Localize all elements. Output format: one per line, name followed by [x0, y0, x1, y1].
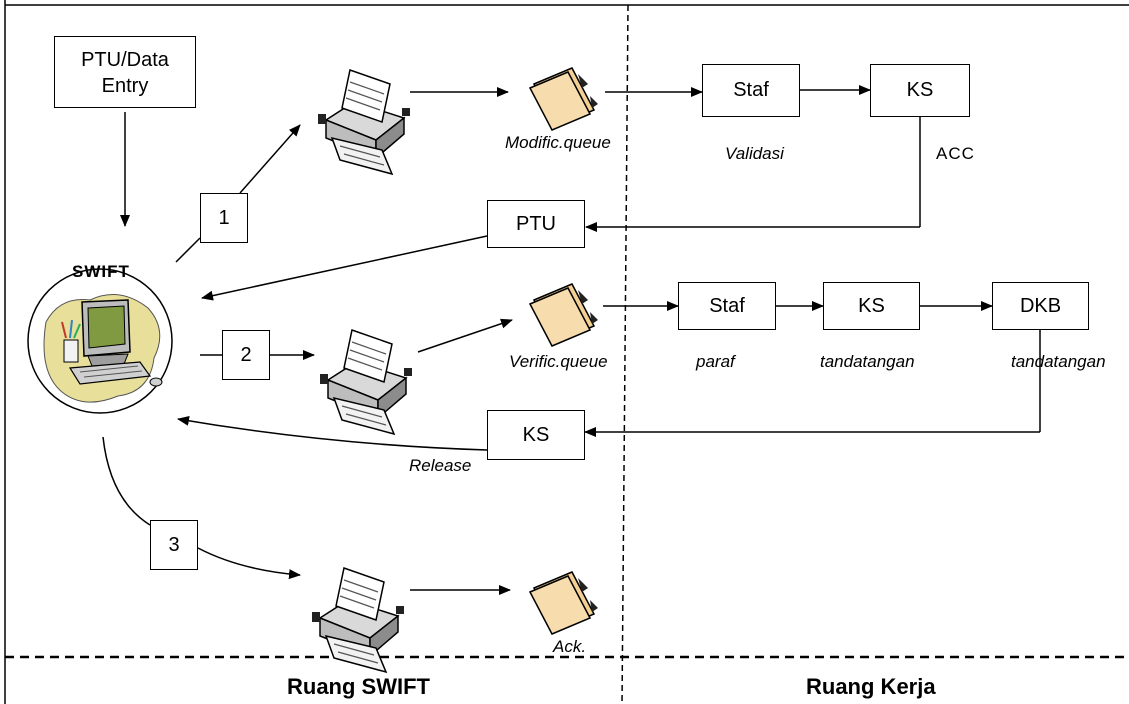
printer-icon — [319, 329, 413, 435]
dkb-box: DKB — [992, 282, 1089, 330]
ptu-data-entry-label: PTU/Data Entry — [81, 49, 169, 97]
staf-paraf-label: Staf — [709, 294, 745, 317]
ks-tandatangan-box: KS — [823, 282, 920, 330]
step-3-label: 3 — [168, 533, 180, 556]
tandatangan-ks-label: tandatangan — [820, 352, 915, 371]
modific-queue-label: Modific.queue — [505, 133, 611, 152]
folder-icon — [529, 571, 599, 635]
ks-release-box: KS — [487, 410, 585, 460]
ks-release-label: KS — [522, 423, 550, 446]
step-1-box: 1 — [200, 193, 248, 243]
tandatangan-dkb-label: tandatangan — [1011, 352, 1106, 371]
ptu-label: PTU — [516, 212, 556, 235]
release-label: Release — [409, 456, 472, 475]
staf-validasi-label: Staf — [733, 79, 769, 101]
step-2-box: 2 — [222, 330, 270, 380]
step-3-box: 3 — [150, 520, 198, 570]
staf-paraf-box: Staf — [678, 282, 776, 330]
step-2-label: 2 — [240, 343, 252, 366]
computer-icon — [43, 294, 163, 403]
dkb-label: DKB — [1019, 294, 1062, 317]
step-1-label: 1 — [218, 206, 230, 229]
printer-icon — [317, 69, 411, 175]
paraf-label: paraf — [696, 352, 735, 371]
swift-label: SWIFT — [72, 262, 130, 281]
acc-label: ACC — [936, 144, 975, 163]
staf-validasi-box: Staf — [702, 64, 800, 117]
folder-icon — [529, 283, 599, 347]
ptu-box: PTU — [487, 200, 585, 248]
ks-tandatangan-label: KS — [858, 294, 885, 317]
validasi-label: Validasi — [725, 144, 784, 163]
folder-icon — [529, 67, 599, 131]
zone-ruang-kerja: Ruang Kerja — [806, 674, 936, 699]
ks-acc-label: KS — [906, 79, 934, 101]
verific-queue-label: Verific.queue — [509, 352, 608, 371]
ack-label: Ack. — [553, 637, 587, 656]
zone-ruang-swift: Ruang SWIFT — [287, 674, 430, 699]
ptu-data-entry-box: PTU/Data Entry — [54, 36, 196, 108]
ks-acc-box: KS — [870, 64, 970, 117]
